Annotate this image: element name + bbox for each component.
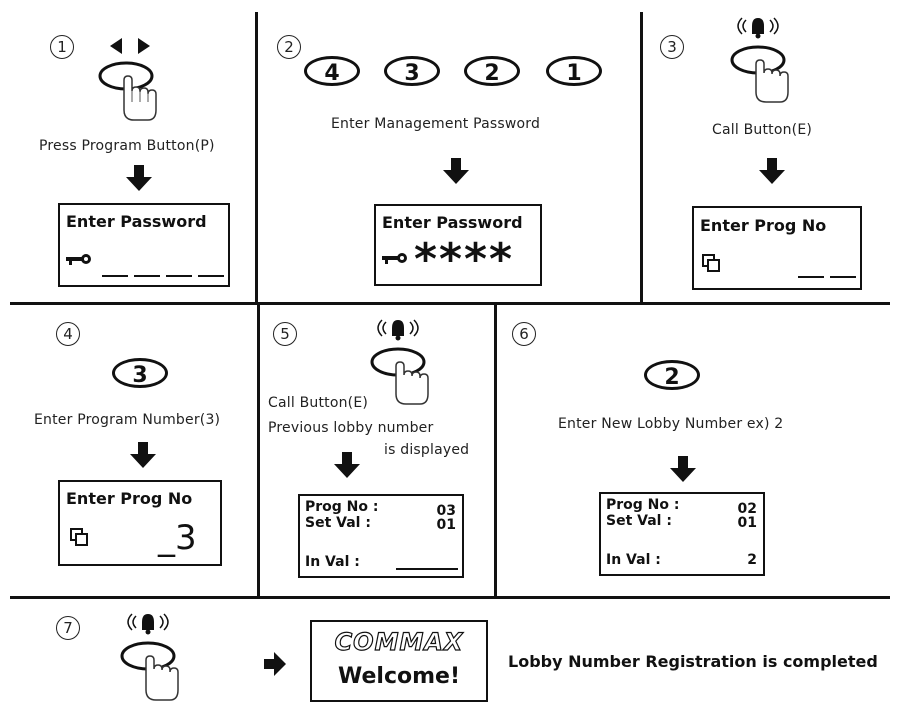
commax-logo: COMMAX (334, 627, 464, 656)
divider-v2 (640, 12, 643, 304)
key-button: 3 (384, 56, 440, 86)
prog-no-value: 03 (436, 503, 456, 519)
divider-v4 (494, 302, 497, 597)
step-number: 3 (660, 35, 684, 59)
lcd-title: Enter Prog No (66, 489, 193, 508)
in-val-value: 2 (747, 552, 757, 568)
down-arrow-icon (334, 452, 360, 478)
divider-v3 (257, 302, 260, 597)
set-val-value: 01 (436, 517, 456, 533)
key-icon (66, 253, 92, 265)
completion-message: Lobby Number Registration is completed (508, 652, 878, 671)
step-number: 5 (273, 322, 297, 346)
step5-caption-previous: Previous lobby number (268, 420, 434, 436)
step3-caption: Call Button(E) (712, 122, 813, 138)
set-val-label: Set Val : (606, 513, 672, 529)
password-stars: **** (414, 234, 515, 285)
hand-press-call-button-icon (724, 14, 796, 104)
down-arrow-icon (130, 442, 156, 468)
key-button: 2 (644, 360, 700, 390)
welcome-display: COMMAX Welcome! (310, 620, 488, 702)
left-right-arrows-icon (108, 36, 152, 56)
step5-caption-displayed: is displayed (384, 442, 470, 458)
set-val-label: Set Val : (305, 515, 371, 531)
prog-no-label: Prog No : (305, 499, 379, 515)
lcd-display: Enter Password **** (374, 204, 542, 286)
key-button: 2 (464, 56, 520, 86)
step-number: 1 (50, 35, 74, 59)
right-arrow-icon (264, 652, 286, 676)
prog-no-value: 02 (737, 501, 757, 517)
lcd-display: Enter Password (58, 203, 230, 287)
lcd-display: Prog No : 03 Set Val : 01 In Val : (298, 494, 464, 578)
divider-v1 (255, 12, 258, 304)
step2-caption: Enter Management Password (331, 116, 541, 132)
step1-caption: Press Program Button(P) (39, 138, 215, 154)
hand-press-call-button-icon (364, 316, 436, 406)
down-arrow-icon (443, 158, 469, 184)
lcd-display: Enter Prog No _3 (58, 480, 222, 566)
step-number: 4 (56, 322, 80, 346)
lcd-title: Enter Prog No (700, 216, 827, 235)
key-button: 3 (112, 358, 168, 388)
step6-caption: Enter New Lobby Number ex) 2 (558, 416, 784, 432)
down-arrow-icon (759, 158, 785, 184)
in-val-blank (396, 568, 458, 570)
down-arrow-icon (126, 165, 152, 191)
hand-press-button-icon (96, 58, 166, 124)
welcome-text: Welcome! (338, 664, 460, 689)
in-val-label: In Val : (305, 554, 360, 570)
set-val-value: 01 (737, 515, 757, 531)
lcd-display: Prog No : 02 Set Val : 01 In Val : 2 (599, 492, 765, 576)
step-number: 2 (277, 35, 301, 59)
program-number-blanks (798, 276, 858, 280)
lcd-display: Enter Prog No (692, 206, 862, 290)
in-val-label: In Val : (606, 552, 661, 568)
copy-icon (70, 528, 88, 546)
hand-press-call-button-icon (114, 610, 186, 702)
password-blanks (102, 275, 226, 279)
copy-icon (702, 254, 720, 272)
step-number: 7 (56, 616, 80, 640)
divider-h2 (10, 596, 890, 599)
key-icon (382, 252, 408, 264)
key-button: 1 (546, 56, 602, 86)
key-button: 4 (304, 56, 360, 86)
prog-no-label: Prog No : (606, 497, 680, 513)
lcd-title: Enter Password (66, 212, 207, 231)
step5-caption-call: Call Button(E) (268, 395, 369, 411)
down-arrow-icon (670, 456, 696, 482)
divider-h1 (10, 302, 890, 305)
lcd-title: Enter Password (382, 213, 523, 232)
step-number: 6 (512, 322, 536, 346)
step4-caption: Enter Program Number(3) (34, 412, 221, 428)
program-number-value: _3 (158, 518, 197, 558)
